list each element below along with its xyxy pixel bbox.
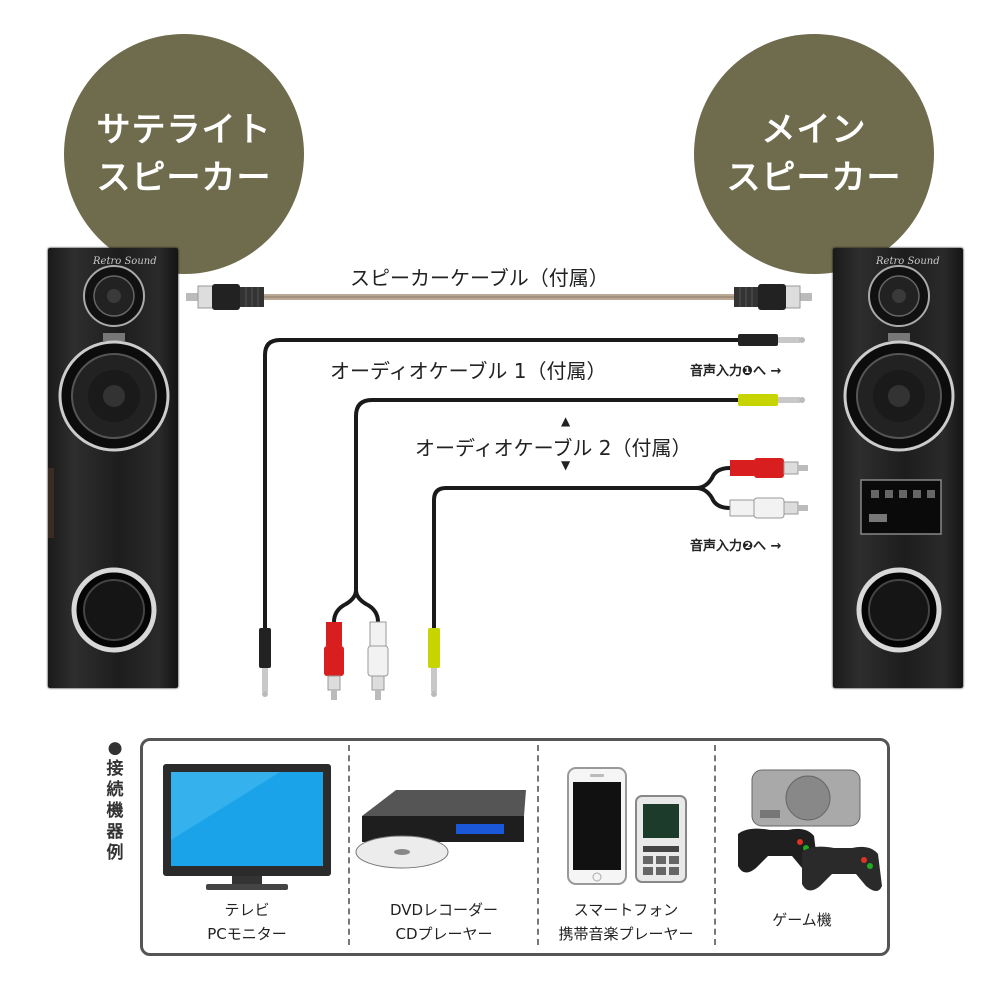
audio-cable-2 bbox=[428, 458, 808, 697]
main-speaker-badge: メイン スピーカー bbox=[694, 34, 934, 274]
audio-cable-1-label: オーディオケーブル 1（付属） bbox=[330, 359, 607, 383]
section-label-char: 器 bbox=[106, 822, 124, 842]
audio-cable-2-label: オーディオケーブル 2（付属） bbox=[415, 436, 692, 460]
rca-plug-white-icon bbox=[367, 621, 389, 700]
smartphone-icon bbox=[567, 767, 627, 885]
main-label-line2: スピーカー bbox=[726, 158, 902, 198]
device-label-line: テレビ bbox=[224, 901, 270, 919]
satellite-label-line2: スピーカー bbox=[96, 158, 272, 198]
satellite-label-line1: サテライト bbox=[96, 110, 272, 150]
game-console-icon bbox=[751, 769, 861, 827]
main-label-line1: メイン bbox=[761, 110, 867, 150]
devices-section-label: ● 接 続 機 器 例 bbox=[104, 738, 126, 864]
tv-icon bbox=[163, 764, 331, 890]
rca-plug-red-icon bbox=[730, 458, 808, 478]
bullet-icon: ● bbox=[107, 738, 123, 758]
device-label-line: スマートフォン bbox=[573, 901, 679, 919]
section-label-char: 続 bbox=[106, 780, 124, 800]
satellite-brand-logo: Retro Sound bbox=[93, 256, 157, 267]
device-label-smartphone: スマートフォン 携帯音楽プレーヤー bbox=[540, 898, 712, 946]
speaker-cable bbox=[186, 284, 812, 310]
gamepad-icon bbox=[802, 846, 882, 891]
rca-plug-icon bbox=[186, 284, 264, 310]
mini-plug-icon bbox=[259, 628, 271, 697]
main-brand-logo: Retro Sound bbox=[876, 256, 940, 267]
divider bbox=[714, 745, 716, 945]
speaker-cable-label: スピーカーケーブル（付属） bbox=[350, 266, 609, 290]
main-speaker-drivers bbox=[843, 265, 955, 653]
input-2-label: 音声入力❷へ → bbox=[690, 539, 782, 554]
device-label-dvd: DVDレコーダー CDプレーヤー bbox=[355, 898, 533, 946]
mini-plug-icon bbox=[738, 334, 805, 346]
mini-plug-icon bbox=[428, 628, 440, 697]
rca-plug-white-icon bbox=[729, 497, 808, 519]
arrow-down-icon: ▼ bbox=[561, 458, 571, 472]
woofer-icon bbox=[58, 340, 170, 452]
tweeter-icon bbox=[83, 265, 145, 327]
device-label-line: ゲーム機 bbox=[772, 911, 832, 929]
device-label-game: ゲーム機 bbox=[718, 908, 886, 932]
input-1-label: 音声入力❶へ → bbox=[690, 364, 782, 379]
music-player-icon bbox=[635, 795, 687, 883]
control-panel-icon bbox=[860, 479, 942, 535]
gamepad-icon bbox=[738, 828, 818, 873]
divider bbox=[348, 745, 350, 945]
audio-cable-1 bbox=[259, 334, 805, 697]
section-label-char: 機 bbox=[106, 801, 124, 821]
rca-plug-icon bbox=[734, 284, 812, 310]
section-label-char: 例 bbox=[106, 843, 124, 863]
mini-plug-icon bbox=[738, 394, 805, 406]
audio-cable-mini-rca bbox=[324, 394, 805, 700]
dvd-player-icon bbox=[355, 790, 526, 869]
tweeter-icon bbox=[868, 265, 930, 327]
bass-port-icon bbox=[856, 567, 942, 653]
woofer-icon bbox=[843, 340, 955, 452]
device-label-line: CDプレーヤー bbox=[395, 925, 493, 943]
device-label-line: PCモニター bbox=[207, 925, 287, 943]
rca-plug-red-icon bbox=[324, 622, 344, 700]
satellite-speaker-badge: サテライト スピーカー bbox=[64, 34, 304, 274]
device-label-tv: テレビ PCモニター bbox=[165, 898, 329, 946]
device-label-line: 携帯音楽プレーヤー bbox=[558, 925, 694, 943]
satellite-speaker-drivers bbox=[48, 265, 170, 653]
device-label-line: DVDレコーダー bbox=[389, 901, 499, 919]
bass-port-icon bbox=[71, 567, 157, 653]
divider bbox=[537, 745, 539, 945]
arrow-up-icon: ▲ bbox=[561, 414, 571, 428]
section-label-char: 接 bbox=[106, 759, 124, 779]
